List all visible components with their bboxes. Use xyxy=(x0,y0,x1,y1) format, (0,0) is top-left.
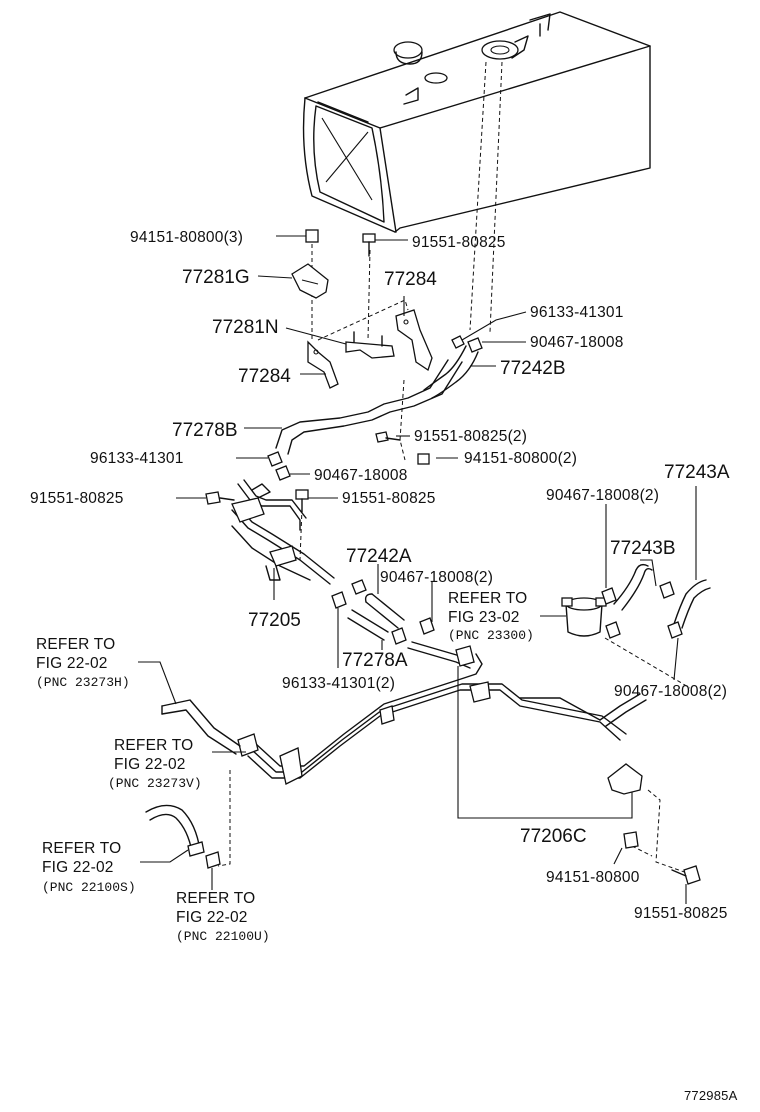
label-77243A: 77243A xyxy=(664,462,730,483)
refer-pnc-22100u: REFER TO FIG 22-02 (PNC 22100U) xyxy=(176,890,270,944)
svg-text:REFER TO: REFER TO xyxy=(42,840,121,857)
nut-94151-mid xyxy=(417,453,430,465)
bolt-91551-pair xyxy=(375,431,401,443)
svg-text:(PNC 23273V): (PNC 23273V) xyxy=(108,776,202,791)
label-94151-80800-3: 94151-80800(3) xyxy=(130,229,243,246)
bracket-77281G xyxy=(291,263,329,299)
clamps-90467-2-top xyxy=(601,581,675,605)
tube-77278A xyxy=(347,609,389,641)
fuel-tank xyxy=(302,11,651,233)
svg-text:FIG 22-02: FIG 22-02 xyxy=(42,859,114,876)
svg-text:(PNC 22100S): (PNC 22100S) xyxy=(42,880,136,895)
clamps-90467-2-right xyxy=(605,621,683,639)
label-96133-41301-left: 96133-41301 xyxy=(90,450,184,467)
refer-pnc-22100s: REFER TO FIG 22-02 (PNC 22100S) xyxy=(42,840,136,895)
refer-pnc-23273v: REFER TO FIG 22-02 (PNC 23273V) xyxy=(108,737,202,791)
label-90467-18008-2-top: 90467-18008(2) xyxy=(546,487,659,504)
bolt-91551-left xyxy=(205,491,235,505)
label-77206C: 77206C xyxy=(520,826,587,847)
hose-77242B xyxy=(423,345,479,399)
svg-text:REFER TO: REFER TO xyxy=(176,890,255,907)
nut-94151-bottom xyxy=(623,831,639,849)
label-91551-80825-2: 91551-80825(2) xyxy=(414,428,527,445)
label-77242B: 77242B xyxy=(500,358,566,379)
label-91551-80825-bottom: 91551-80825 xyxy=(634,905,728,922)
label-94151-80800-2: 94151-80800(2) xyxy=(464,450,577,467)
clamp-90467-mid xyxy=(275,465,291,481)
tube-bundle-77206C xyxy=(237,641,647,785)
svg-text:REFER TO: REFER TO xyxy=(114,737,193,754)
tube-77278B xyxy=(275,359,463,455)
label-96133-41301-right: 96133-41301 xyxy=(530,304,624,321)
clamps-90467-2-mid xyxy=(351,579,435,635)
svg-text:(PNC 23300): (PNC 23300) xyxy=(448,628,534,643)
clamps-96133-2 xyxy=(331,591,407,645)
tube-bundle-77205 xyxy=(231,479,335,585)
label-77278B: 77278B xyxy=(172,420,238,441)
svg-text:FIG 22-02: FIG 22-02 xyxy=(36,655,108,672)
label-91551-80825-top: 91551-80825 xyxy=(412,234,506,251)
bracket-77284-bottom xyxy=(307,340,339,389)
clamp-right-pair xyxy=(451,335,483,353)
bolt-91551-bottom xyxy=(671,865,701,885)
svg-text:REFER TO: REFER TO xyxy=(36,636,115,653)
label-77278A: 77278A xyxy=(342,650,408,671)
label-77205: 77205 xyxy=(248,610,301,631)
label-77284-bottom: 77284 xyxy=(238,366,291,387)
svg-text:REFER TO: REFER TO xyxy=(448,590,527,607)
part-labels: 94151-80800(3) 91551-80825 77281G 77284 … xyxy=(30,229,730,922)
bolt-91551-top xyxy=(362,233,376,257)
label-77242A: 77242A xyxy=(346,546,412,567)
label-77281G: 77281G xyxy=(182,267,250,288)
figure-id: 772985A xyxy=(684,1088,738,1103)
hose-77243A xyxy=(673,579,711,629)
bracket-77284-top xyxy=(395,309,433,372)
label-90467-18008-2-right: 90467-18008(2) xyxy=(614,683,727,700)
clamp-22100U xyxy=(205,851,221,869)
label-77243B: 77243B xyxy=(610,538,676,559)
label-96133-41301-2: 96133-41301(2) xyxy=(282,675,395,692)
refer-pnc-23273h: REFER TO FIG 22-02 (PNC 23273H) xyxy=(36,636,130,690)
reference-notes: REFER TO FIG 23-02 (PNC 23300) REFER TO … xyxy=(36,590,534,944)
label-90467-18008-2-mid: 90467-18008(2) xyxy=(380,569,493,586)
label-90467-18008-right: 90467-18008 xyxy=(530,334,624,351)
hose-77243B xyxy=(613,563,653,611)
bracket-77281N xyxy=(345,331,395,359)
svg-text:FIG 22-02: FIG 22-02 xyxy=(176,909,248,926)
clamp-96133-left xyxy=(267,451,283,467)
label-94151-80800-bottom: 94151-80800 xyxy=(546,869,640,886)
refer-fig-23-02: REFER TO FIG 23-02 (PNC 23300) xyxy=(448,590,534,643)
leader-lines xyxy=(138,235,697,904)
label-90467-18008-mid: 90467-18008 xyxy=(314,467,408,484)
nut-94151-top xyxy=(305,229,319,243)
hose-77242A xyxy=(364,593,405,629)
fuel-filter xyxy=(561,597,607,637)
label-91551-80825-mid: 91551-80825 xyxy=(342,490,436,507)
hose-22100S xyxy=(145,804,205,857)
bolt-91551-mid xyxy=(295,489,309,513)
svg-text:FIG 22-02: FIG 22-02 xyxy=(114,756,186,773)
label-91551-80825-left: 91551-80825 xyxy=(30,490,124,507)
label-77281N: 77281N xyxy=(212,317,279,338)
svg-text:FIG 23-02: FIG 23-02 xyxy=(448,609,520,626)
svg-text:(PNC 22100U): (PNC 22100U) xyxy=(176,929,270,944)
bracket-bottom-right xyxy=(607,763,643,795)
label-77284-top: 77284 xyxy=(384,269,437,290)
svg-text:(PNC 23273H): (PNC 23273H) xyxy=(36,675,130,690)
